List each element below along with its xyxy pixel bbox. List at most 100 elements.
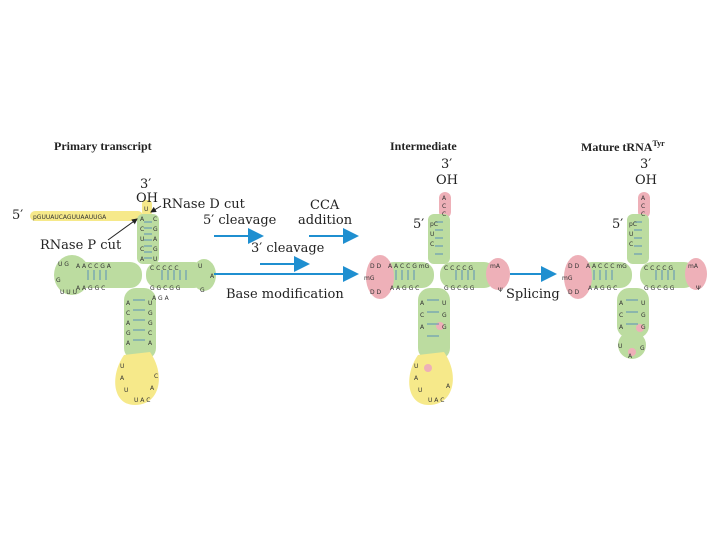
mature-modified-dot [636, 324, 644, 332]
svg-text:C: C [641, 211, 645, 218]
svg-text:A A C C G A: A A C C G A [76, 263, 112, 270]
svg-text:U: U [641, 300, 645, 307]
d-arm-stem [72, 262, 142, 288]
rnase-d-pointer [150, 205, 162, 213]
intermediate-three-prime: 3′ [441, 157, 453, 172]
svg-text:U: U [148, 300, 152, 307]
svg-text:A: A [420, 300, 425, 307]
svg-text:U: U [120, 363, 124, 370]
svg-text:D D: D D [370, 289, 382, 296]
svg-text:D D: D D [568, 263, 580, 270]
svg-text:A: A [420, 324, 425, 331]
mature-anticodon-loop [618, 331, 646, 359]
svg-text:A: A [446, 383, 451, 390]
mature-cca-end-band [638, 192, 650, 218]
svg-text:U: U [442, 300, 446, 307]
svg-text:G: G [148, 320, 153, 327]
svg-text:A: A [210, 273, 215, 280]
svg-text:U: U [418, 387, 422, 394]
svg-text:G: G [640, 345, 645, 352]
svg-text:A A C C C mG: A A C C C mG [586, 263, 627, 270]
svg-text:C C C C G: C C C C G [444, 265, 473, 272]
svg-text:A A G G C: A A G G C [76, 285, 105, 292]
svg-text:G: G [442, 324, 447, 331]
mature-acceptor-stem [627, 214, 649, 264]
primary-three-prime: 3′ [140, 177, 152, 192]
svg-text:A: A [126, 340, 131, 347]
svg-text:G G C G G: G G C G G [644, 285, 675, 292]
svg-text:A A C C G mG: A A C C G mG [388, 263, 430, 270]
svg-text:G G C G G: G G C G G [150, 285, 181, 292]
svg-text:C C C C G: C C C C G [644, 265, 673, 272]
mature-five-prime: 5′ [612, 217, 624, 232]
svg-text:G: G [126, 330, 131, 337]
svg-text:A: A [628, 353, 633, 360]
svg-text:C C C C C: C C C C C [150, 265, 179, 272]
svg-text:G: G [200, 287, 205, 294]
svg-text:Ψ: Ψ [498, 287, 503, 294]
mature-oh: OH [635, 173, 657, 188]
svg-text:Ψ: Ψ [696, 285, 701, 292]
svg-text:C: C [140, 226, 144, 233]
svg-text:U: U [144, 206, 148, 213]
svg-text:C: C [442, 203, 446, 210]
svg-text:A: A [126, 300, 131, 307]
svg-text:C: C [148, 330, 152, 337]
svg-text:G: G [641, 324, 646, 331]
d-loop [54, 255, 90, 295]
header-mature-trna: Mature tRNATyr [581, 139, 665, 155]
intermediate-oh: OH [436, 173, 458, 188]
t-loop [192, 259, 216, 291]
svg-text:pC: pC [430, 221, 438, 228]
cca-end-band [439, 192, 451, 218]
svg-text:A: A [153, 236, 158, 243]
svg-text:C: C [126, 310, 130, 317]
svg-text:A: A [641, 195, 646, 202]
svg-text:U A C: U A C [428, 397, 445, 404]
intermediate-d-loop [366, 255, 394, 299]
svg-text:C: C [430, 241, 434, 248]
svg-text:G: G [641, 312, 646, 319]
svg-text:U: U [198, 263, 202, 270]
svg-text:C: C [442, 211, 446, 218]
svg-text:A: A [442, 195, 447, 202]
svg-text:C: C [641, 203, 645, 210]
acceptor-stem [137, 214, 159, 264]
svg-text:G: G [148, 310, 153, 317]
mature-t-loop [685, 258, 707, 290]
intermediate-acceptor-stem [428, 214, 450, 264]
splicing-label: Splicing [506, 287, 560, 302]
leader-sequence-band [30, 211, 143, 221]
svg-text:C: C [619, 312, 623, 319]
svg-text:U U U: U U U [60, 289, 77, 296]
svg-text:U: U [140, 236, 144, 243]
svg-text:U: U [430, 231, 434, 238]
header-primary-transcript: Primary transcript [54, 139, 152, 153]
svg-text:U: U [153, 256, 157, 263]
svg-text:U G: U G [58, 261, 69, 268]
svg-text:A: A [126, 320, 131, 327]
rnase-d-cut-label: RNase D cut [162, 197, 245, 212]
svg-text:G: G [153, 226, 158, 233]
three-cleavage-label: 3′ cleavage [251, 241, 325, 256]
mature-three-prime: 3′ [640, 157, 652, 172]
svg-text:A: A [140, 216, 145, 223]
base-modification-label: Base modification [226, 287, 344, 302]
intron-loop [115, 352, 159, 405]
intermediate-t-loop [486, 258, 510, 290]
svg-text:A: A [150, 385, 155, 392]
svg-text:U: U [629, 231, 633, 238]
svg-text:D D: D D [370, 263, 382, 270]
primary-oh: OH [136, 191, 158, 206]
svg-text:A: A [148, 340, 153, 347]
anticodon-stem [124, 288, 156, 360]
svg-text:A: A [619, 324, 624, 331]
svg-text:G: G [153, 246, 158, 253]
svg-text:A: A [619, 300, 624, 307]
leader-text: pGUUAUCAGUUAAUUGA [33, 214, 107, 221]
